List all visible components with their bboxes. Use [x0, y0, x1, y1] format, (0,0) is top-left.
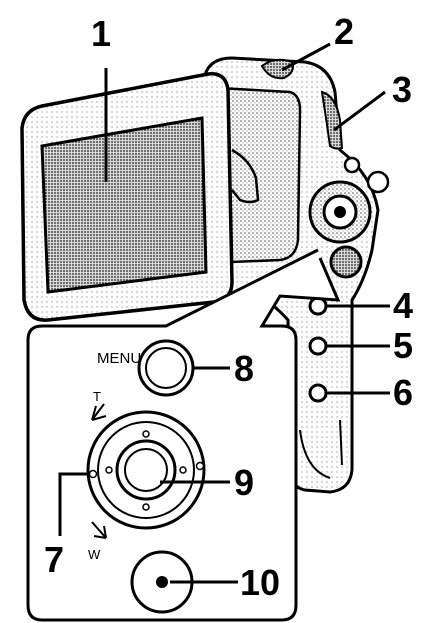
center-button-inner: [124, 448, 168, 492]
record-button-dot: [156, 576, 168, 588]
menu-button-inner: [145, 347, 187, 389]
dir-dot-right: [179, 466, 187, 474]
grip-detail: [299, 419, 343, 479]
callout-1: 1: [91, 13, 111, 54]
side-button-5: [308, 336, 328, 356]
callout-3: 3: [392, 69, 412, 110]
rear-cluster-center: [334, 206, 346, 218]
lcd-hinge: [231, 148, 260, 204]
zoom-lever-dot-b: [195, 461, 205, 471]
callout-7: 7: [44, 539, 64, 580]
callout-8: 8: [234, 348, 254, 389]
leader-2: [281, 42, 331, 72]
side-button-6: [308, 383, 328, 403]
wide-arrow-icon: [91, 521, 107, 539]
rear-hole-right: [366, 170, 390, 194]
leader-lines: [58, 42, 390, 584]
top-button: [260, 58, 294, 80]
callout-5: 5: [393, 325, 413, 366]
wide-label: W: [88, 547, 101, 562]
lcd-panel: [20, 72, 260, 322]
dir-dot-left: [105, 466, 113, 474]
callout-4: 4: [393, 285, 413, 326]
rear-hole-top: [343, 156, 361, 174]
side-strap: [320, 90, 344, 150]
zoom-controls: MENU T W: [86, 339, 206, 614]
callout-numbers: 1 2 3 4 5 6 7 8 9 10: [44, 11, 413, 603]
tele-arrow-icon: [91, 403, 107, 421]
leader-3: [333, 90, 386, 132]
dir-dot-up: [142, 430, 150, 438]
callout-6: 6: [393, 372, 413, 413]
body-record-button: [329, 245, 363, 279]
menu-label: MENU: [97, 350, 141, 367]
callout-2: 2: [334, 11, 354, 52]
dir-dot-down: [142, 503, 150, 511]
callout-10: 10: [240, 562, 280, 603]
leader-7: [58, 472, 90, 536]
tele-label: T: [93, 389, 101, 404]
zoom-lever-dot-a: [88, 469, 98, 479]
body-recess: [216, 86, 302, 264]
lcd-screen: [40, 116, 208, 294]
callout-9: 9: [234, 462, 254, 503]
